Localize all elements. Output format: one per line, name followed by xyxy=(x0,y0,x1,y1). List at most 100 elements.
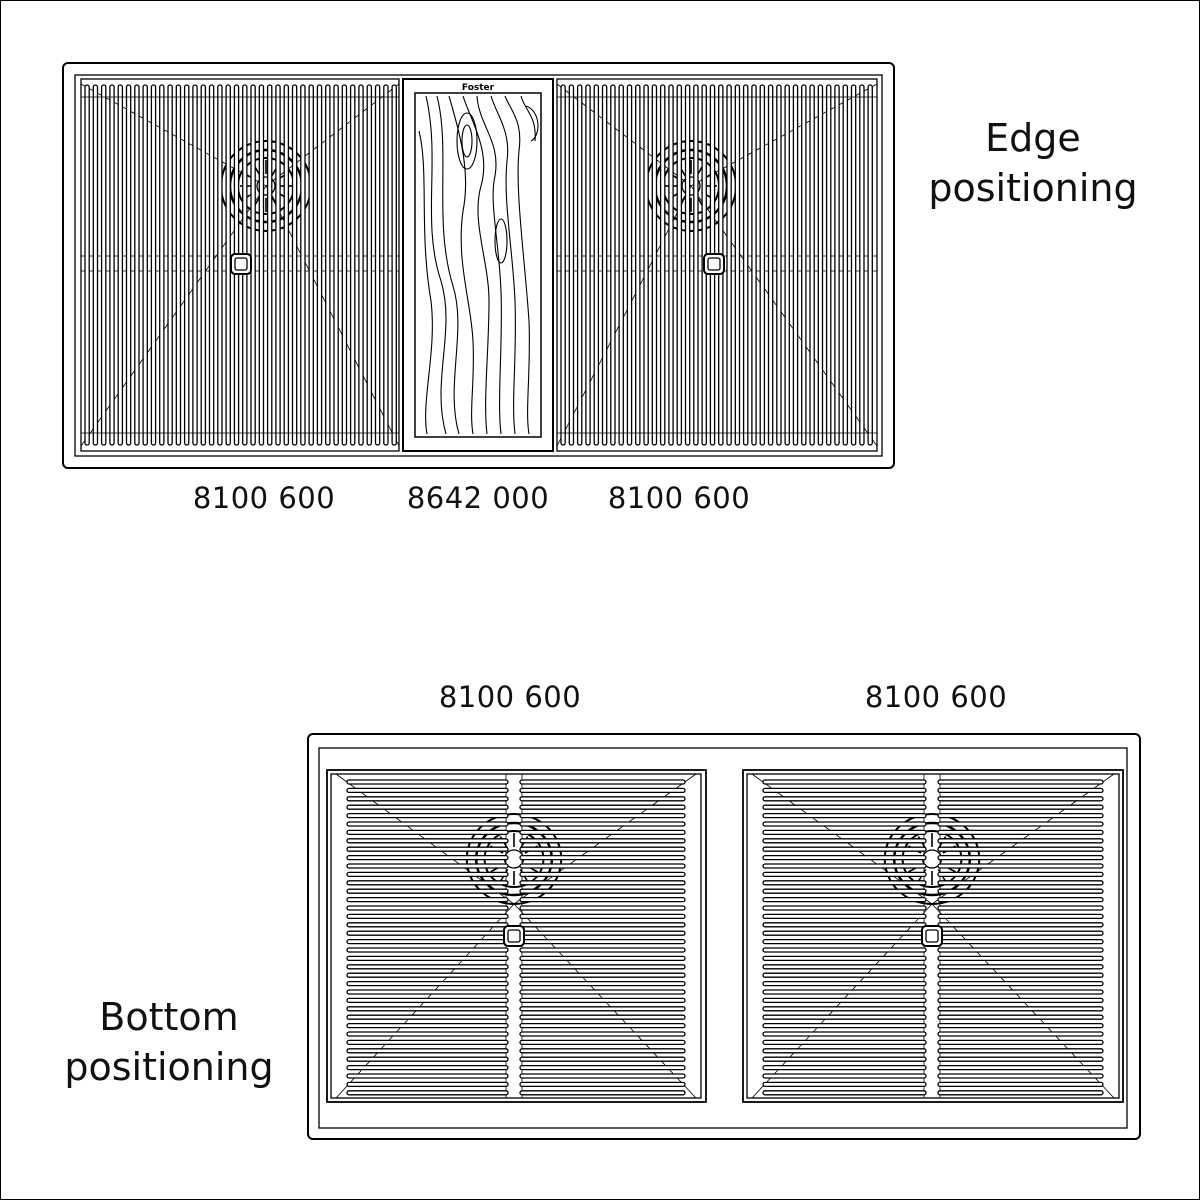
grid-bar xyxy=(762,863,927,869)
grid-bar xyxy=(159,84,165,446)
grid-bar xyxy=(346,964,509,970)
grid-bar xyxy=(346,796,509,802)
right-bottom-grid-rack xyxy=(746,773,1120,1099)
grid-bar xyxy=(346,905,509,911)
rack-frame xyxy=(330,773,702,1099)
grid-bar xyxy=(560,84,566,446)
grid-bar xyxy=(175,84,182,446)
grid-bar xyxy=(519,896,686,903)
grid-bar xyxy=(346,804,509,810)
grid-bar xyxy=(117,84,124,446)
grid-bar xyxy=(762,812,927,819)
grid-bar xyxy=(937,905,1104,911)
edge-positioning-title: Edge positioning xyxy=(928,113,1137,213)
grid-bar xyxy=(346,779,509,785)
code-left-grid: 8100 600 xyxy=(192,481,336,515)
bottom-positioning-title: Bottom positioning xyxy=(64,992,273,1092)
grid-bar xyxy=(519,846,686,852)
grid-bar xyxy=(519,922,686,928)
grid-bar xyxy=(937,1048,1104,1054)
grid-bar xyxy=(762,796,927,802)
grid-bar xyxy=(576,84,583,446)
grid-bar xyxy=(519,1006,686,1012)
grid-bar xyxy=(519,804,686,810)
code-bottom-right: 8100 600 xyxy=(864,680,1008,714)
grid-bar xyxy=(937,829,1104,836)
grid-bar xyxy=(519,787,686,794)
grid-bar xyxy=(937,980,1104,987)
grid-bar xyxy=(762,1031,927,1037)
grid-bar xyxy=(618,84,624,446)
grid-bar xyxy=(519,955,686,962)
grid-bar xyxy=(283,84,290,446)
grid-bar xyxy=(519,888,686,894)
grid-bar xyxy=(341,84,348,446)
grid-bar xyxy=(258,84,265,446)
grid-bar xyxy=(937,922,1104,928)
grid-bar xyxy=(842,84,849,446)
grid-bar xyxy=(937,947,1104,953)
grid-bar xyxy=(762,913,927,920)
grid-bar xyxy=(208,84,215,446)
grid-bar xyxy=(519,1022,686,1029)
drain-overflow-square xyxy=(230,253,252,275)
top-sink-outline xyxy=(62,62,895,469)
grid-bar xyxy=(937,1022,1104,1029)
grid-bar xyxy=(726,84,732,446)
grid-bar xyxy=(762,880,927,886)
grid-bar xyxy=(519,1090,686,1096)
left-grid-rack xyxy=(80,78,400,452)
grid-bar xyxy=(519,863,686,869)
grid-bar xyxy=(200,84,207,446)
grid-bar xyxy=(937,930,1104,936)
rack-frame xyxy=(746,773,1120,1099)
grid-bar xyxy=(134,84,140,446)
grid-bar xyxy=(346,1056,509,1062)
grid-bar xyxy=(519,938,686,945)
grid-bar xyxy=(762,930,927,936)
grid-bar xyxy=(217,84,223,446)
grid-bar xyxy=(937,1064,1104,1071)
grid-bar xyxy=(349,84,356,446)
grid-bar xyxy=(346,846,509,852)
grid-bar xyxy=(937,972,1104,978)
grid-bar xyxy=(759,84,766,446)
grid-bar xyxy=(762,1073,927,1079)
grid-bar xyxy=(767,84,774,446)
grid-bar xyxy=(937,796,1104,802)
grid-bar xyxy=(668,84,674,446)
grid-bar xyxy=(346,1039,509,1046)
grid-bar xyxy=(383,84,389,446)
grid-bar xyxy=(519,1031,686,1037)
grid-bar xyxy=(346,1014,509,1020)
grid-bar xyxy=(762,938,927,945)
grid-bar xyxy=(792,84,799,446)
grid-bar xyxy=(346,1022,509,1029)
grid-bar xyxy=(626,84,633,446)
grid-bar xyxy=(784,84,790,446)
grid-bar xyxy=(937,989,1104,995)
drain-overflow-square xyxy=(503,925,525,947)
grid-bar xyxy=(519,947,686,953)
code-cutting-board: 8642 000 xyxy=(406,481,550,515)
grid-bar xyxy=(751,84,757,446)
grid-bar xyxy=(346,1081,509,1088)
grid-bar xyxy=(519,972,686,978)
grid-bar xyxy=(762,964,927,970)
grid-bar xyxy=(519,821,686,827)
grid-bar xyxy=(762,871,927,878)
grid-bar xyxy=(291,84,298,446)
grid-bar xyxy=(346,1064,509,1071)
grid-bar xyxy=(762,888,927,894)
grid-bar xyxy=(937,821,1104,827)
grid-bar xyxy=(316,84,323,446)
grid-bar xyxy=(742,84,749,446)
grid-bar xyxy=(937,880,1104,886)
grid-bar xyxy=(762,1056,927,1062)
grid-bar xyxy=(937,1014,1104,1020)
edge-positioning-sink: Foster xyxy=(62,62,895,469)
grid-bar xyxy=(762,821,927,827)
grid-bar xyxy=(333,84,339,446)
grid-bar xyxy=(519,1081,686,1088)
grid-bar xyxy=(762,779,927,785)
